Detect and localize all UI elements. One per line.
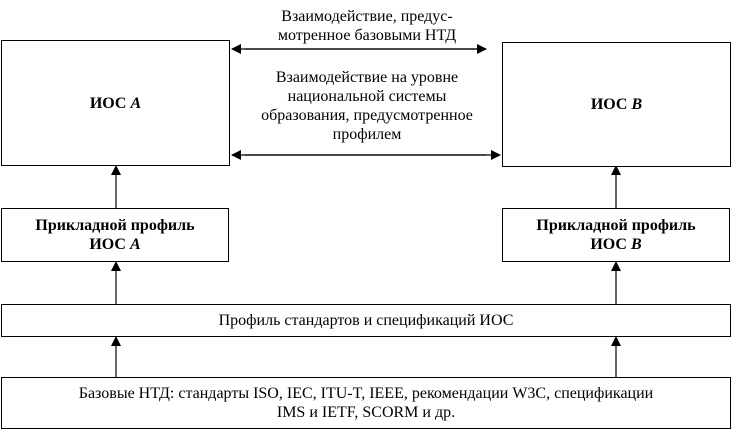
ios-b-label: ИОС B (590, 96, 643, 113)
base-ntd-label: Базовые НТД: стандарты ISO, IEC, ITU-T, … (78, 385, 654, 421)
ios-a-box: ИОС A (1, 40, 230, 166)
standards-profile-box: Профиль стандартов и спецификаций ИОС (1, 304, 731, 337)
profile-b-label: Прикладной профиль ИОС B (536, 217, 696, 253)
national-interaction-label: Взаимодействие на уровне национальной си… (261, 69, 473, 143)
profile-b-box: Прикладной профиль ИОС B (502, 208, 730, 262)
top-interaction-label: Взаимодействие, предус- мотренное базовы… (277, 8, 457, 44)
profile-a-label: Прикладной профиль ИОС A (35, 217, 195, 253)
ios-b-box: ИОС B (502, 42, 731, 167)
standards-profile-label: Профиль стандартов и спецификаций ИОС (218, 312, 514, 329)
profile-a-box: Прикладной профиль ИОС A (1, 208, 229, 262)
base-ntd-box: Базовые НТД: стандарты ISO, IEC, ITU-T, … (1, 377, 731, 429)
ios-a-label: ИОС A (89, 94, 142, 112)
